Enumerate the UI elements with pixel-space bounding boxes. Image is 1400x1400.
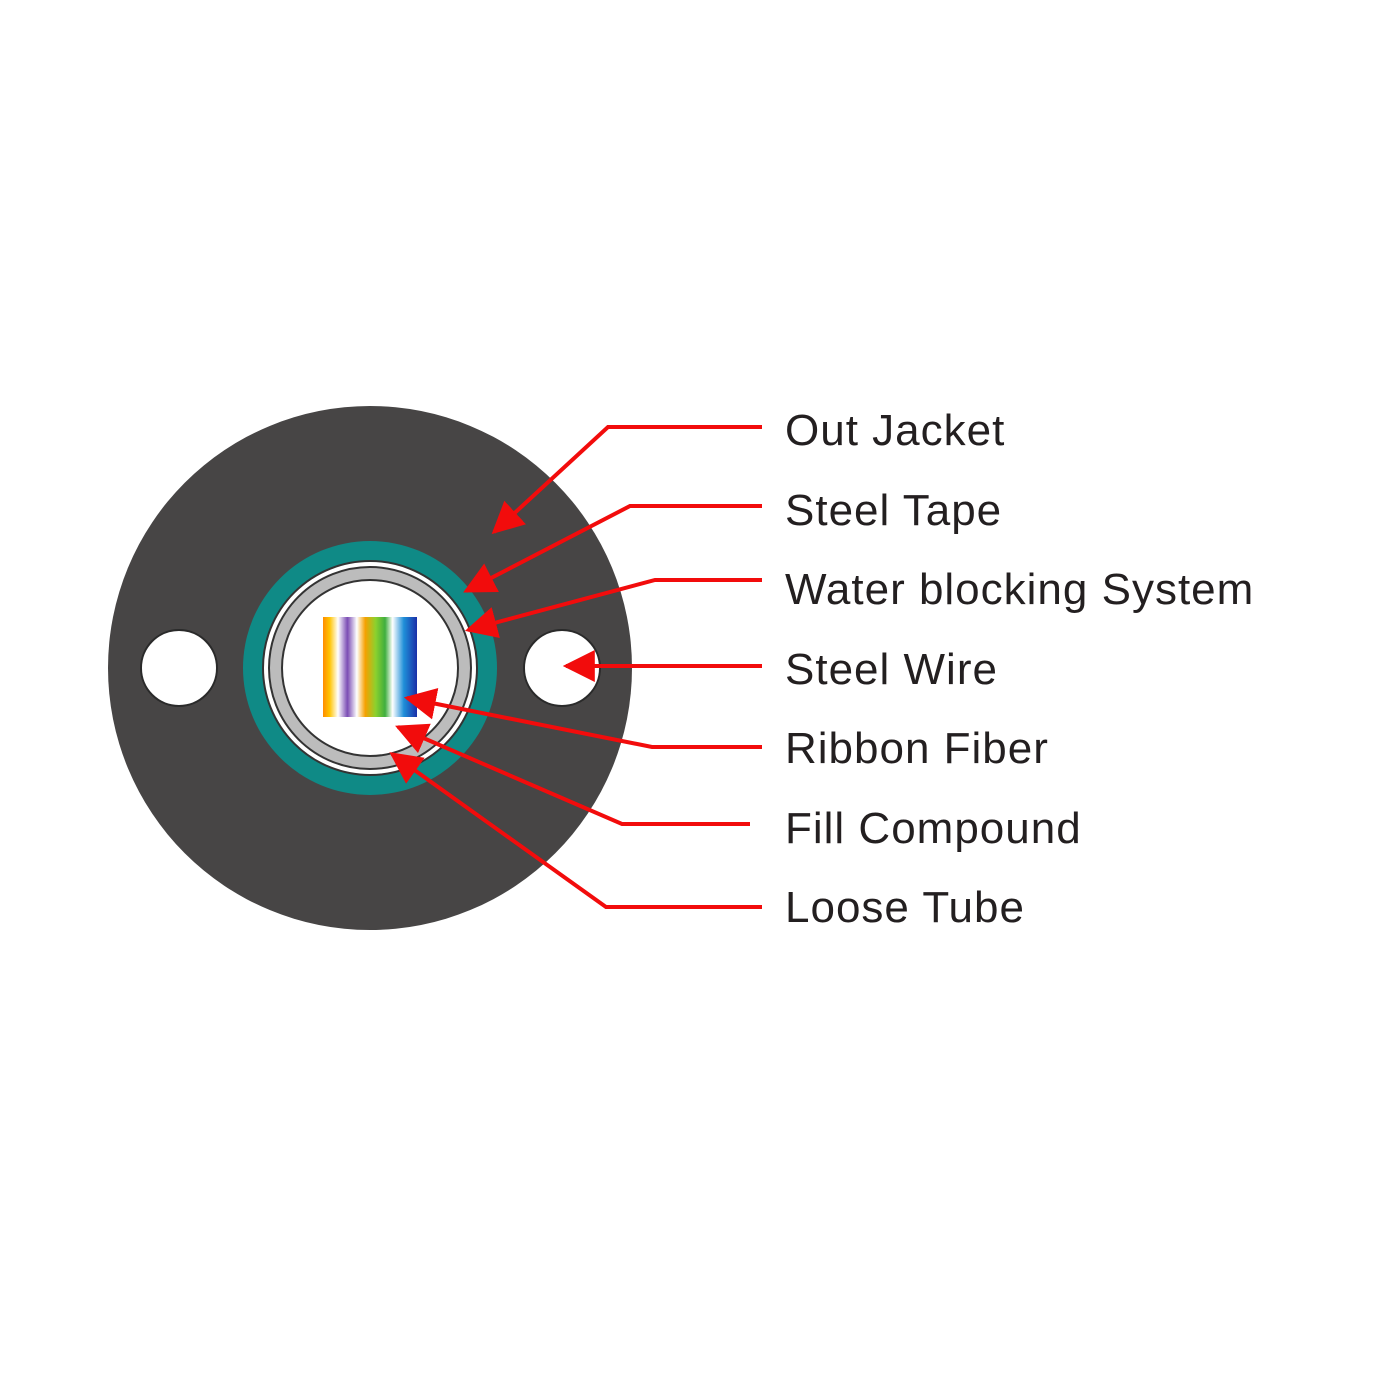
cable-cross-section — [108, 406, 632, 930]
leader-water-blocking — [464, 578, 762, 639]
leader-ribbon-fiber — [403, 687, 762, 749]
label-steel-wire: Steel Wire — [785, 645, 998, 694]
leader-lines — [389, 425, 762, 909]
label-ribbon-fiber: Ribbon Fiber — [785, 724, 1049, 773]
label-fill-compound: Fill Compound — [785, 804, 1082, 853]
label-steel-tape: Steel Tape — [785, 486, 1002, 535]
label-loose-tube: Loose Tube — [785, 883, 1025, 932]
leader-steel-tape — [463, 504, 762, 593]
leader-fill-compound — [395, 723, 750, 826]
leader-loose-tube — [389, 752, 762, 909]
label-out-jacket: Out Jacket — [785, 406, 1005, 455]
steel-wire-left — [140, 629, 218, 707]
labels: Out Jacket Steel Tape Water blocking Sys… — [785, 406, 1254, 932]
label-water-blocking-system: Water blocking System — [785, 565, 1254, 614]
ribbon-fiber-shape — [323, 617, 417, 717]
leader-out-jacket — [491, 425, 762, 535]
